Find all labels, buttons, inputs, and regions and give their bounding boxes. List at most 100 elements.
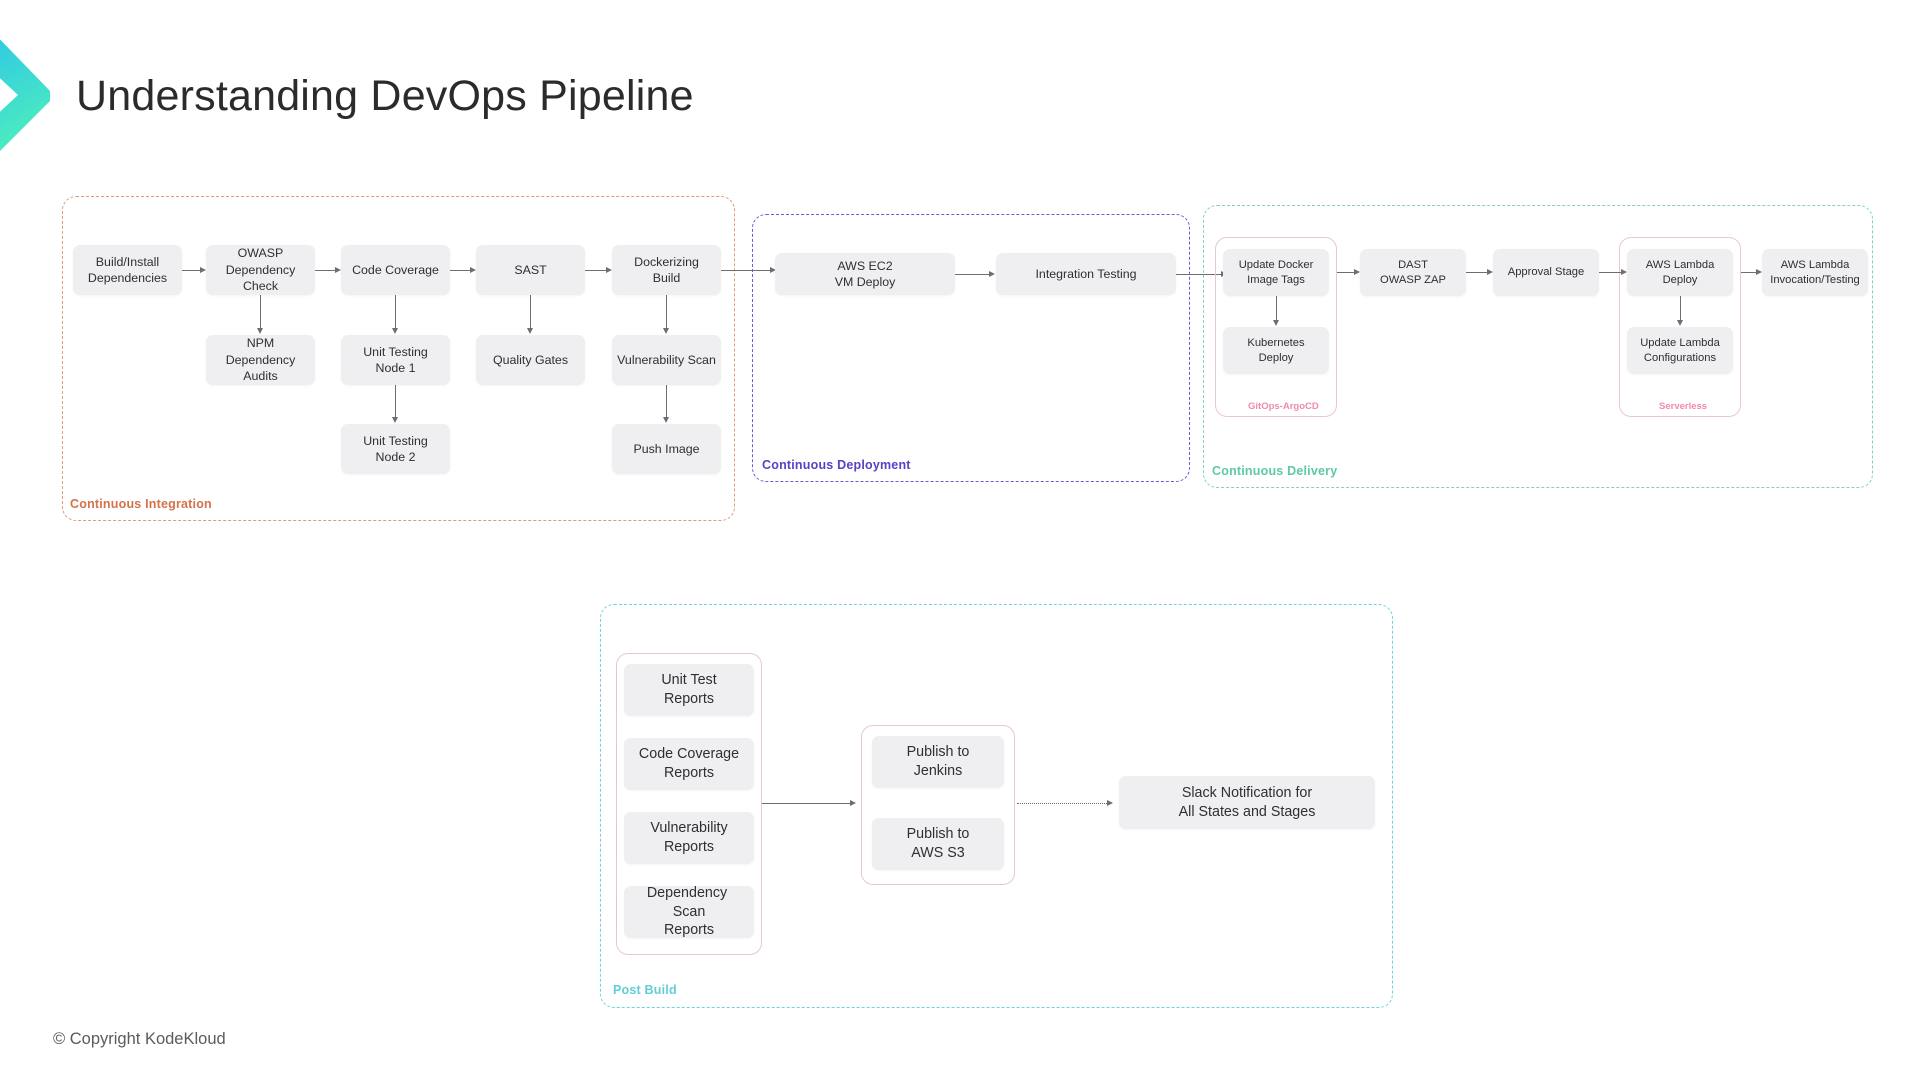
connector-coverage-to-sast — [450, 270, 470, 272]
connector-lambda-deploy-to-update-config — [1680, 296, 1682, 320]
arrowhead — [1756, 268, 1762, 275]
arrowhead — [1354, 268, 1360, 275]
node-approval-stage[interactable]: Approval Stage — [1493, 249, 1599, 296]
connector-cd-to-cdelivery — [1176, 274, 1221, 276]
connector-lambda-deploy-to-invocation — [1741, 272, 1756, 274]
page-title: Understanding DevOps Pipeline — [76, 72, 694, 120]
subgroup-serverless — [1619, 237, 1741, 417]
arrowhead — [606, 266, 612, 273]
node-label: Integration Testing — [1035, 266, 1137, 281]
node-label: SAST — [514, 262, 547, 277]
connector-dast-to-approval — [1466, 272, 1487, 274]
subgroup-label-gitops-argocd: GitOps-ArgoCD — [1248, 401, 1319, 412]
arrowhead — [989, 270, 995, 277]
arrowhead — [470, 266, 476, 273]
connector-dockerizing-to-vuln-scan — [666, 295, 668, 328]
arrowhead — [770, 266, 776, 273]
subgroup-label-serverless: Serverless — [1659, 401, 1708, 412]
node-label: Vulnerability Scan — [617, 352, 716, 367]
arrowhead — [663, 417, 669, 423]
connector-ci-to-cd — [721, 270, 770, 272]
phase-label-continuous-integration: Continuous Integration — [70, 497, 212, 511]
connector-docker-tags-to-dast — [1337, 272, 1354, 274]
node-label: Push Image — [633, 441, 700, 456]
connector-docker-tags-to-kubernetes — [1276, 296, 1278, 320]
node-code-coverage[interactable]: Code Coverage — [341, 245, 450, 295]
arrowhead — [663, 328, 669, 334]
node-label: Approval Stage — [1507, 266, 1585, 279]
subgroup-publish — [861, 725, 1015, 885]
node-integration-testing[interactable]: Integration Testing — [996, 253, 1176, 295]
kodekloud-chevron-logo — [0, 25, 52, 165]
connector-owasp-to-coverage — [315, 270, 335, 272]
arrowhead — [1273, 320, 1279, 326]
arrowhead — [1677, 320, 1683, 326]
phase-label-continuous-deployment: Continuous Deployment — [762, 458, 911, 472]
connector-approval-to-lambda-deploy — [1599, 272, 1621, 274]
connector-vuln-scan-to-push-image — [666, 385, 668, 417]
arrowhead — [850, 799, 856, 806]
arrowhead — [1487, 268, 1493, 275]
connector-coverage-to-unit1 — [395, 295, 397, 328]
phase-continuous-integration — [62, 196, 735, 521]
arrowhead — [392, 417, 398, 423]
node-quality-gates[interactable]: Quality Gates — [476, 335, 585, 385]
connector-owasp-to-npm — [260, 295, 262, 328]
arrowhead — [335, 266, 341, 273]
subgroup-reports — [616, 653, 762, 955]
arrowhead — [1621, 268, 1627, 275]
connector-unit1-to-unit2 — [395, 385, 397, 417]
arrowhead — [1107, 799, 1113, 806]
phase-label-post-build: Post Build — [613, 983, 677, 997]
phase-continuous-delivery — [1203, 205, 1873, 488]
connector-reports-to-publish — [762, 803, 850, 805]
node-vulnerability-scan[interactable]: Vulnerability Scan — [612, 335, 721, 385]
node-sast[interactable]: SAST — [476, 245, 585, 295]
connector-build-to-owasp — [182, 270, 200, 272]
subgroup-gitops-argocd — [1215, 237, 1337, 417]
node-push-image[interactable]: Push Image — [612, 424, 721, 474]
connector-sast-to-quality-gates — [530, 295, 532, 328]
connector-ec2-to-integration-testing — [955, 274, 989, 276]
phase-label-continuous-delivery: Continuous Delivery — [1212, 464, 1338, 478]
arrowhead — [200, 266, 206, 273]
arrowhead — [257, 328, 263, 334]
